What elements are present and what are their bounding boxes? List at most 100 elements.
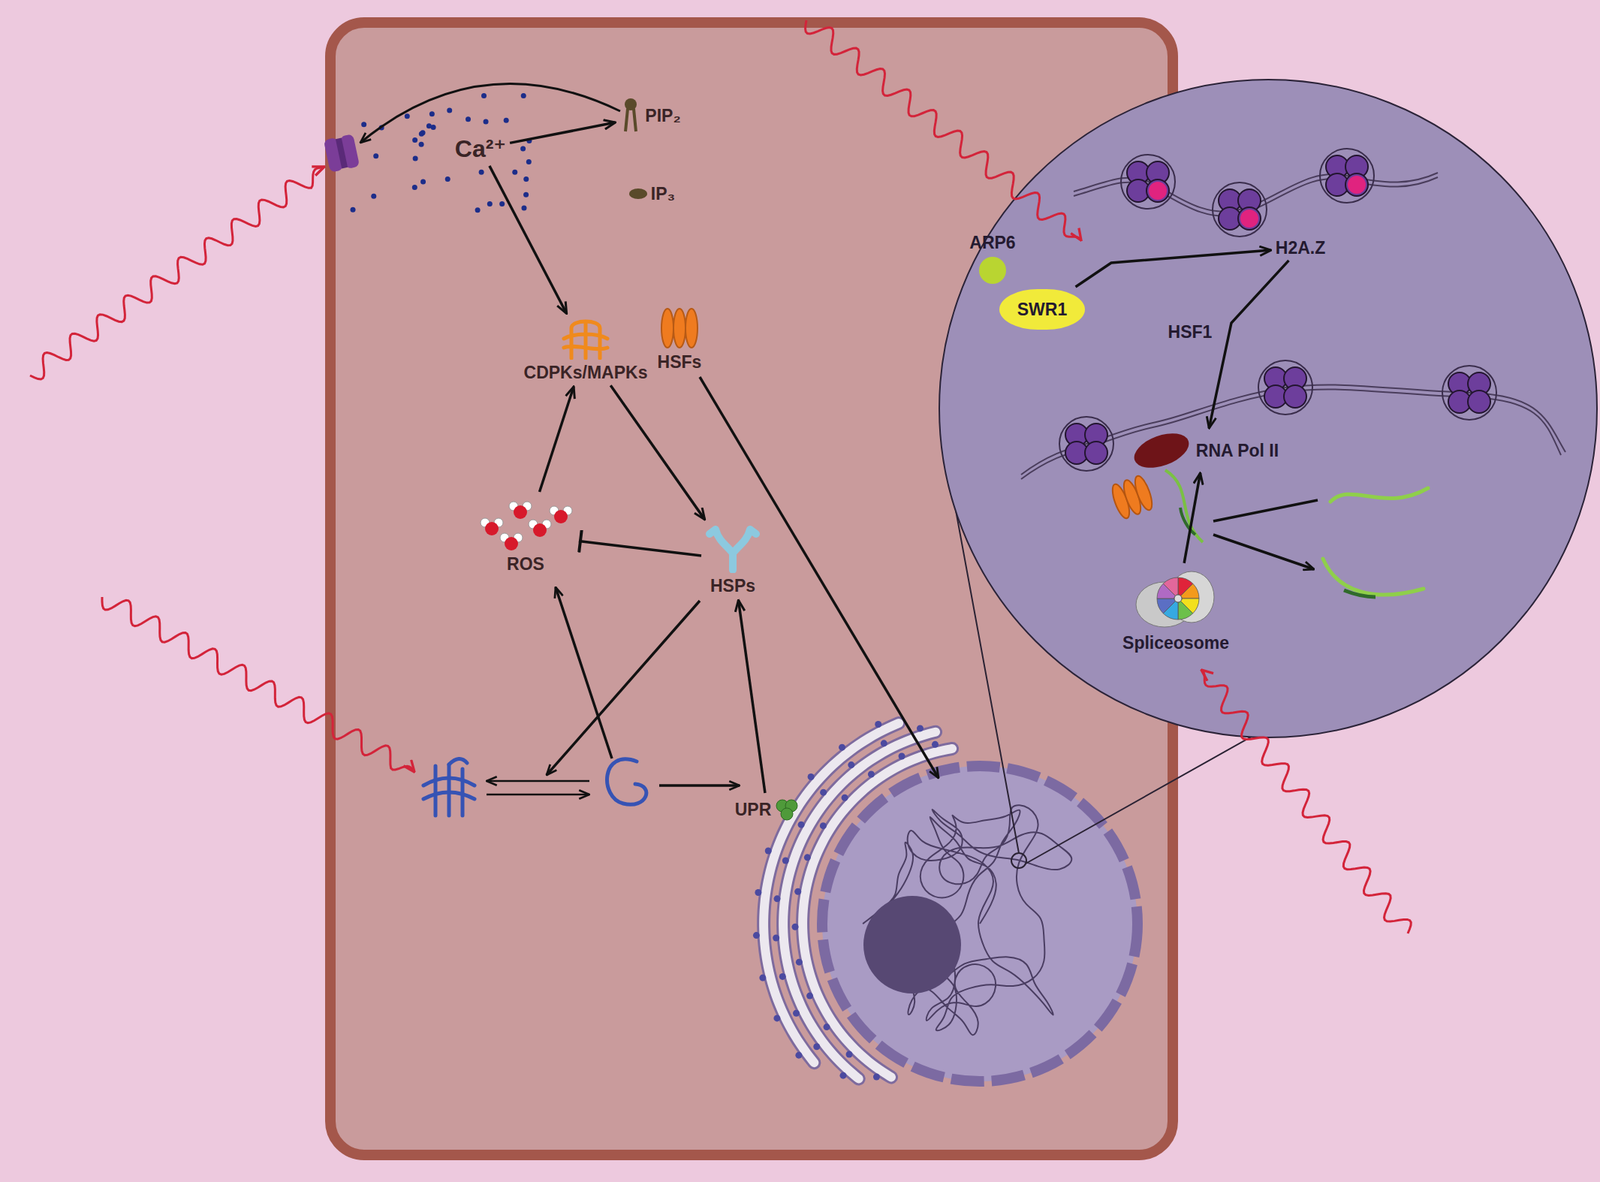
ros-node: ROS [476,495,575,574]
illustration-part [1212,182,1267,237]
illustration-part [475,207,481,213]
illustration-part [1212,182,1267,237]
illustration-part [404,113,410,119]
icon-part [624,98,637,111]
connector-arrow [578,540,702,555]
icon-part [629,188,648,199]
messenger-node: IP₃ [628,183,675,204]
illustration-part [1319,148,1375,203]
illustration-part [839,1072,847,1079]
illustration-part [1345,173,1368,196]
illustration-part [1059,416,1114,471]
node-icon [774,796,800,823]
illustration-part [479,169,485,175]
node-label: IP₃ [650,183,675,204]
illustration-part [1347,175,1366,194]
spliceosome-node: Spliceosome [1122,566,1230,653]
node-icon [1134,566,1218,630]
connector-arrow [509,122,615,143]
illustration-part [838,744,846,751]
illustration-part [446,107,452,113]
node-icon [619,98,642,133]
icon-part [673,308,686,348]
hsf-trimer [1108,473,1156,521]
spliceosome-wedge [1181,583,1200,599]
illustration-part [792,923,799,931]
spliceosome-wedge [1178,600,1194,619]
calcium-channel [323,133,360,172]
illustration-part [898,753,906,760]
icon-part [1129,432,1194,469]
illustration-part [867,770,875,778]
unfolded-protein [607,759,647,805]
illustration-part [512,169,518,175]
illustration-part [795,1051,802,1059]
illustration-part [520,146,526,152]
icon-part [554,509,568,524]
illustration-part [30,166,325,380]
illustration-part [794,888,802,895]
illustration-part [1148,181,1167,200]
mrna [1330,488,1429,502]
illustration-part [823,1023,831,1031]
node-icon [1129,432,1194,469]
illustration-part [916,724,924,732]
connector-arrow [1208,260,1289,428]
upr-arrow [659,783,740,787]
node-label: UPR [735,799,772,820]
icon-part [504,536,519,551]
feedback-arrow [360,84,621,143]
icon-part [780,807,793,820]
illustration-part [846,1050,853,1058]
illustration-part [806,992,814,1000]
icon-part [485,521,499,536]
illustration-part [1283,385,1307,408]
illustration-part [773,1014,781,1022]
node-label: PIP₂ [644,105,681,126]
nucleolus [863,895,962,994]
icon-part [549,506,573,524]
illustration-part [1467,390,1491,413]
illustration-part [420,178,426,184]
illustration-part [862,804,1072,1035]
node-label: RNA Pol II [1196,440,1279,461]
illustration-part [481,93,487,99]
illustration-part [765,846,772,854]
illustration-part [102,596,415,772]
illustration-part [1131,473,1155,513]
illustration-part [804,853,811,861]
icon-part [1174,594,1182,603]
translocation-arrow [699,376,939,778]
icon-part [563,321,608,359]
illustration-part [521,204,527,211]
icon-part [513,505,528,519]
nascent-transcript [1165,470,1203,543]
illustration-part [774,894,781,902]
kinase-node: CDPKs/MAPKs [524,317,648,383]
node-icon [977,255,1008,286]
node-icon [705,523,761,573]
node-label: H2A.Z [1275,238,1326,258]
illustration-part [445,176,451,182]
illustration-part [1120,154,1176,209]
equilibrium-arrow [486,780,590,783]
connector-arrow [539,386,575,492]
illustration-part [1319,148,1375,203]
node-label: HSPs [710,575,756,596]
connector-arrow [738,599,765,793]
illustration-part [754,888,762,896]
spliceosome-wedge [1157,598,1176,614]
illustration-part [819,789,827,796]
illustration-part [772,934,780,941]
icon-part [480,518,504,536]
illustration-part [526,159,532,165]
illustration-part [782,856,790,864]
illustration-part [429,111,435,117]
illustration-part [792,1009,800,1017]
illustration-part [1021,384,1566,475]
spliceosome-wedge [1163,577,1179,596]
node-icon [628,187,648,200]
illustration-part [418,141,425,148]
